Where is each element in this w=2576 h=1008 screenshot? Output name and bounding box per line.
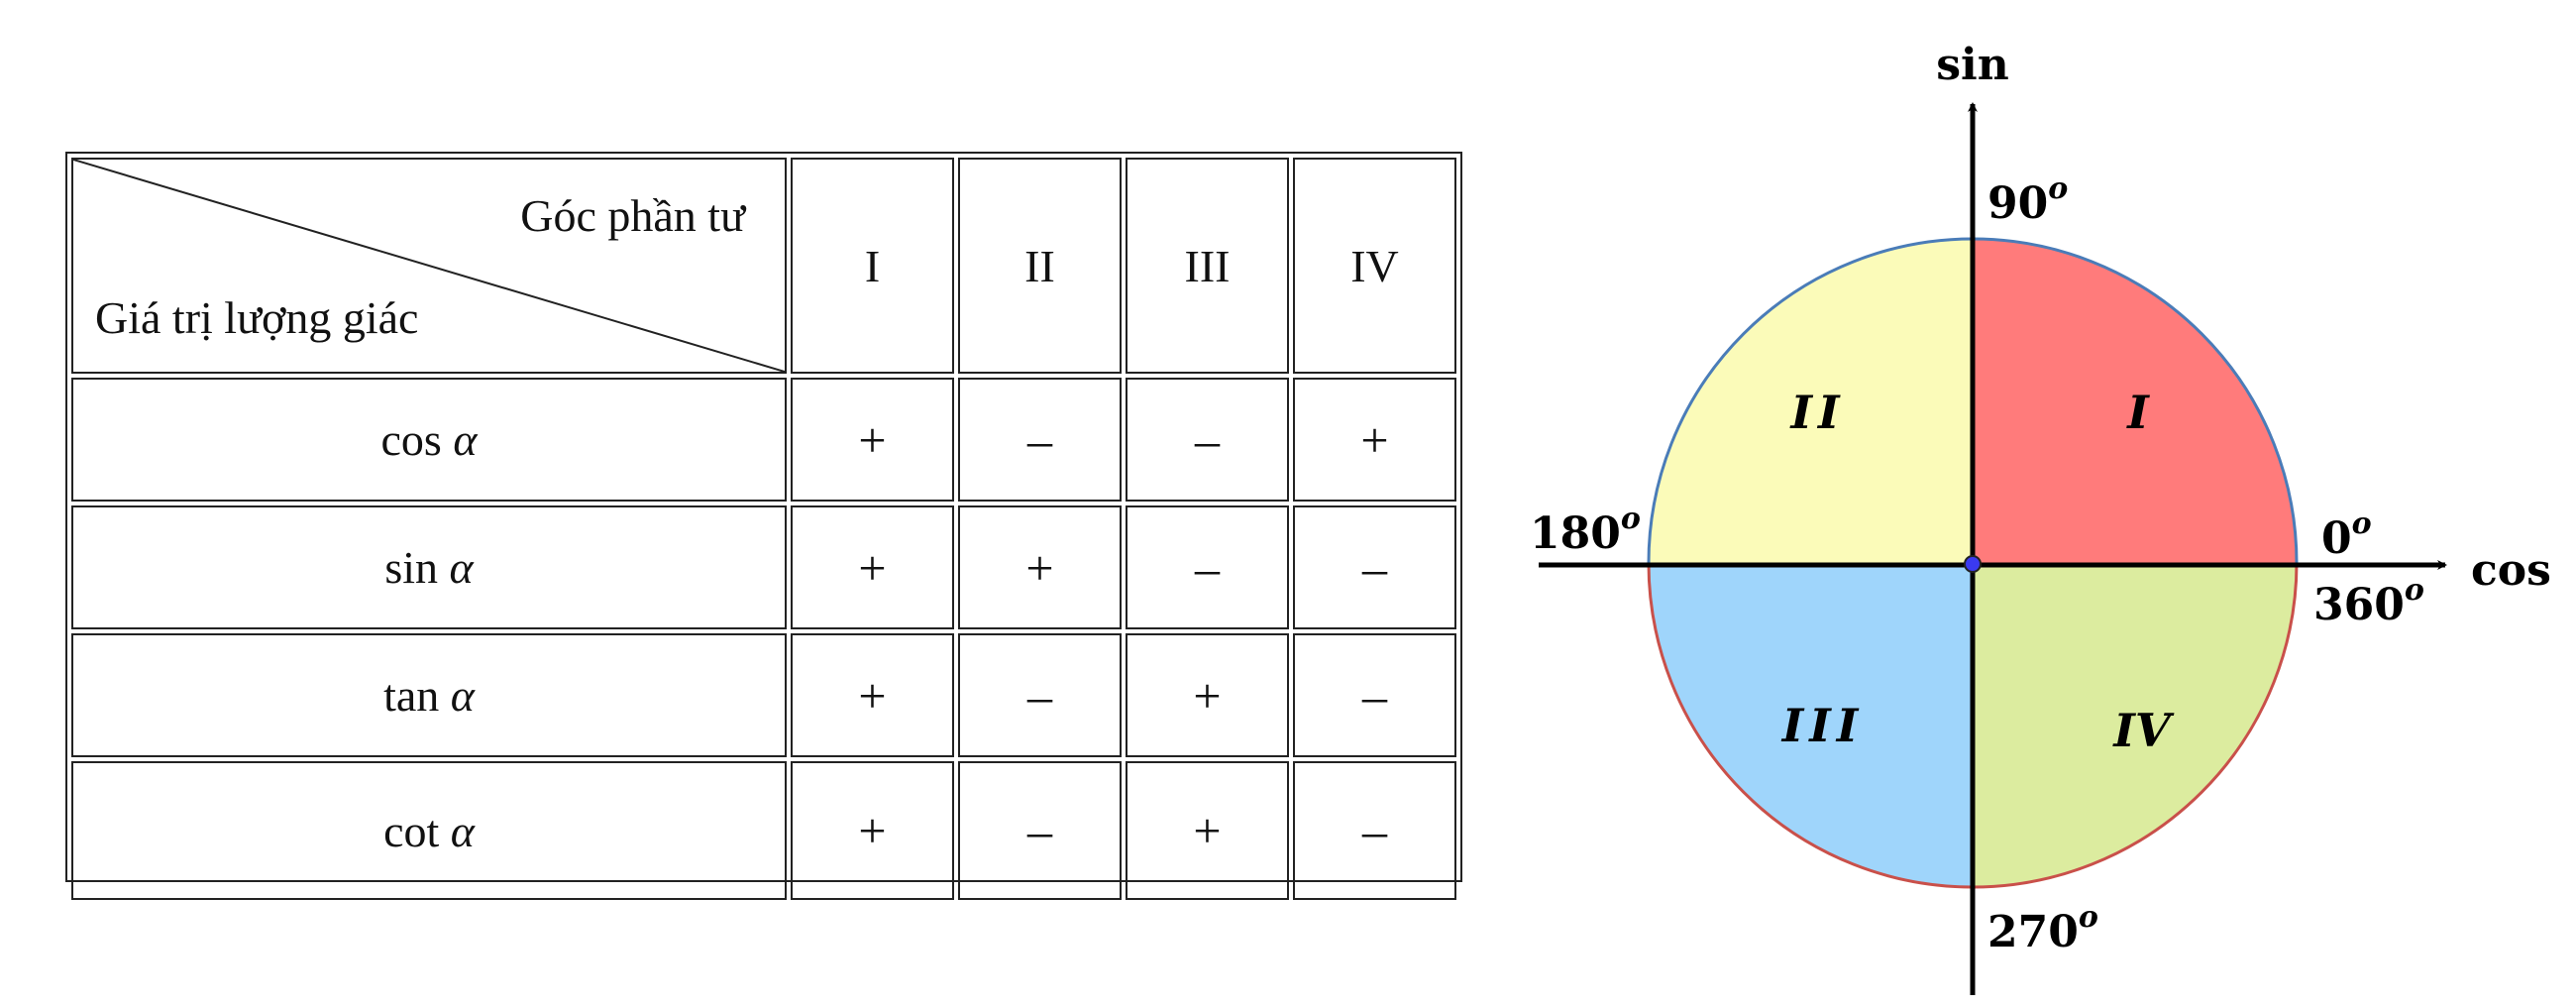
sign-cell: –	[1293, 505, 1456, 629]
sign-cell: –	[1126, 505, 1289, 629]
quadrant-label-2: II	[1788, 386, 1845, 439]
table-row: tan α + – + –	[71, 633, 1456, 757]
angle-variable: α	[449, 542, 474, 593]
header-corner-cell: Góc phần tư Giá trị lượng giác	[71, 158, 787, 374]
quadrant-label-4: IV	[2111, 704, 2175, 757]
function-cell: sin α	[71, 505, 787, 629]
sign-cell: –	[1126, 378, 1289, 502]
cos-axis-label: cos	[2471, 545, 2551, 596]
sign-cell: +	[1293, 378, 1456, 502]
angle-label-180: 180o	[1530, 502, 1641, 559]
trig-value-header-label: Giá trị lượng giác	[95, 292, 419, 343]
angle-variable: α	[450, 805, 475, 856]
table-row: cos α + – – +	[71, 378, 1456, 502]
origin-point	[1964, 555, 1982, 573]
angle-label-0: 0o	[2321, 506, 2372, 564]
function-name: cot	[383, 805, 440, 856]
sign-cell: –	[1293, 633, 1456, 757]
function-cell: cos α	[71, 378, 787, 502]
sign-cell: +	[958, 505, 1122, 629]
quadrant-label-3: III	[1780, 699, 1865, 752]
angle-variable: α	[450, 670, 475, 721]
function-name: sin	[384, 542, 439, 593]
quadrant-header: III	[1126, 158, 1289, 374]
quadrant-3-region	[1649, 563, 1973, 887]
angle-label-90: 90o	[1987, 171, 2068, 229]
sign-cell: –	[1293, 761, 1456, 900]
angle-label-360: 360o	[2313, 573, 2424, 630]
angle-variable: α	[453, 414, 478, 465]
angle-label-270: 270o	[1987, 900, 2098, 957]
quadrant-header: II	[958, 158, 1122, 374]
sign-cell: +	[1126, 761, 1289, 900]
sin-axis-label: sin	[1936, 40, 2008, 90]
sign-cell: +	[1126, 633, 1289, 757]
unit-circle-diagram: sin cos 90o 180o 0o 360o 270o I II III I…	[1530, 40, 2551, 995]
function-cell: tan α	[71, 633, 787, 757]
sign-cell: –	[958, 761, 1122, 900]
function-name: cos	[380, 414, 442, 465]
table-row: cot α + – + –	[71, 761, 1456, 900]
quadrant-header: IV	[1293, 158, 1456, 374]
function-cell: cot α	[71, 761, 787, 900]
sign-cell: +	[791, 633, 954, 757]
sign-cell: +	[791, 378, 954, 502]
function-name: tan	[383, 670, 440, 721]
sign-cell: +	[791, 761, 954, 900]
sign-cell: +	[791, 505, 954, 629]
diagonal-divider	[73, 160, 785, 372]
quadrant-1-region	[1973, 239, 2297, 563]
sign-cell: –	[958, 633, 1122, 757]
quadrant-4-region	[1973, 563, 2297, 887]
sign-table: Góc phần tư Giá trị lượng giác I II III …	[65, 152, 1462, 900]
quadrant-header-label: Góc phần tư	[520, 190, 745, 241]
table-row: sin α + + – –	[71, 505, 1456, 629]
sign-cell: –	[958, 378, 1122, 502]
quadrant-header: I	[791, 158, 954, 374]
quadrant-label-1: I	[2125, 386, 2150, 439]
quadrant-2-region	[1649, 239, 1973, 563]
